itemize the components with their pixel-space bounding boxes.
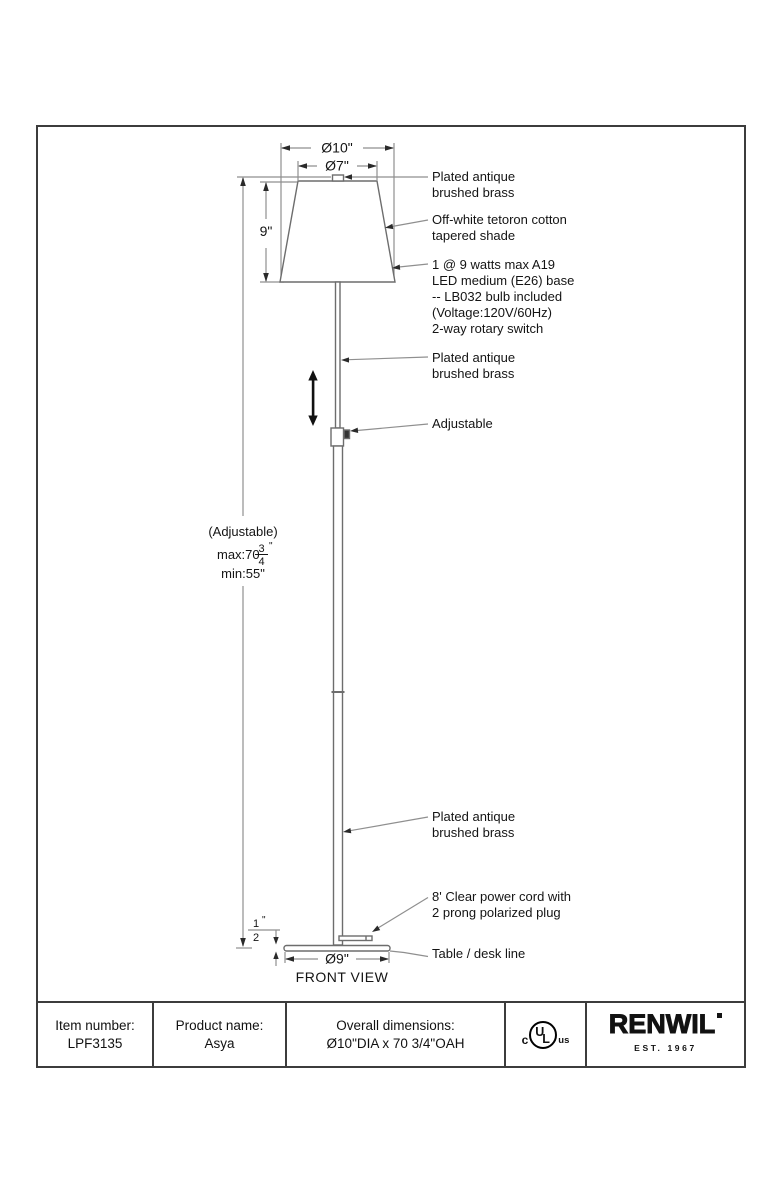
lamp-base [283,944,391,952]
annotation-adjustable: Adjustable [432,416,493,431]
annotation-finial-2: brushed brass [432,185,515,200]
overall-dimensions-value: Ø10"DIA x 70 3/4"OAH [326,1035,465,1051]
annotation-pole-upper-2: brushed brass [432,366,515,381]
cul-us-mark-icon: c U L us [521,1020,570,1050]
thickness-denominator: 2 [253,932,259,944]
dim-shade-top-inner: Ø7" [325,158,349,174]
item-number-value: LPF3135 [67,1035,123,1051]
annotation-cord-2: 2 prong polarized plug [432,905,561,920]
power-cord [338,935,373,942]
ul-us-label: us [558,1034,570,1046]
item-number-label: Item number: [55,1017,135,1033]
lamp-pole [330,281,351,946]
max-height-prefix: max:70 [217,547,260,562]
product-name-cell: Product name: Asya [154,1003,287,1066]
max-inch-mark: " [269,541,273,552]
renwil-logo-text: RENWIL [608,1009,716,1039]
annotation-bulb-4: (Voltage:120V/60Hz) [432,305,552,320]
ul-circle-icon: U L [529,1020,558,1049]
max-frac-numerator: 3 [258,543,264,555]
view-label: FRONT VIEW [296,969,389,985]
product-name-label: Product name: [175,1017,264,1033]
annotation-pole-lower-2: brushed brass [432,825,515,840]
annotations: Plated antique brushed brass Off-white t… [432,169,574,961]
renwil-tagline: EST. 1967 [634,1043,697,1053]
lamp-outline [279,174,396,952]
annotation-bulb-2: LED medium (E26) base [432,273,574,288]
lamp-shade [279,174,396,283]
max-frac-denominator: 4 [258,556,264,568]
up-down-arrow-icon [308,370,318,426]
overall-dimensions-label: Overall dimensions: [336,1017,455,1033]
renwil-logo-dot [717,1013,723,1018]
annotation-bulb-5: 2-way rotary switch [432,321,543,336]
sheet-border [36,125,746,1068]
min-height-label: min:55" [221,566,265,581]
adjustable-collar [330,427,345,447]
overall-dimensions-cell: Overall dimensions: Ø10"DIA x 70 3/4"OAH [287,1003,506,1066]
annotation-bulb-3: -- LB032 bulb included [432,289,562,304]
dim-base-diameter: Ø9" [325,951,349,967]
annotation-bulb-1: 1 @ 9 watts max A19 [432,257,555,272]
title-block: Item number: LPF3135 Product name: Asya … [38,1001,744,1066]
renwil-logo: RENWIL EST. 1967 [608,1009,723,1057]
annotation-shade-2: tapered shade [432,228,515,243]
annotation-shade-1: Off-white tetoron cotton [432,212,567,227]
annotation-pole-upper-1: Plated antique [432,350,515,365]
brand-cell: RENWIL EST. 1967 [587,1003,744,1066]
adjustable-title: (Adjustable) [208,524,277,539]
thickness-inch-mark: " [262,915,266,926]
base-thickness-dim: 1 2 " [253,915,266,944]
annotation-finial-1: Plated antique [432,169,515,184]
ul-letter-u: U [535,1024,545,1039]
arrowheads [240,145,401,962]
thickness-numerator: 1 [253,918,259,930]
adjustable-height-block: (Adjustable) max:70 3 4 " min:55" [208,524,277,581]
collar-knob [343,429,351,440]
annotation-cord-1: 8' Clear power cord with [432,889,571,904]
ul-letter-l: L [542,1031,550,1046]
annotation-pole-lower-1: Plated antique [432,809,515,824]
item-number-cell: Item number: LPF3135 [38,1003,154,1066]
lamp-finial [331,174,345,182]
dim-shade-height: 9" [260,223,273,239]
annotation-table-line: Table / desk line [432,946,525,961]
dim-shade-top-outer: Ø10" [321,140,352,156]
product-name-value: Asya [204,1035,235,1051]
ul-c-label: c [521,1032,529,1047]
ul-certification-cell: c U L us [506,1003,587,1066]
